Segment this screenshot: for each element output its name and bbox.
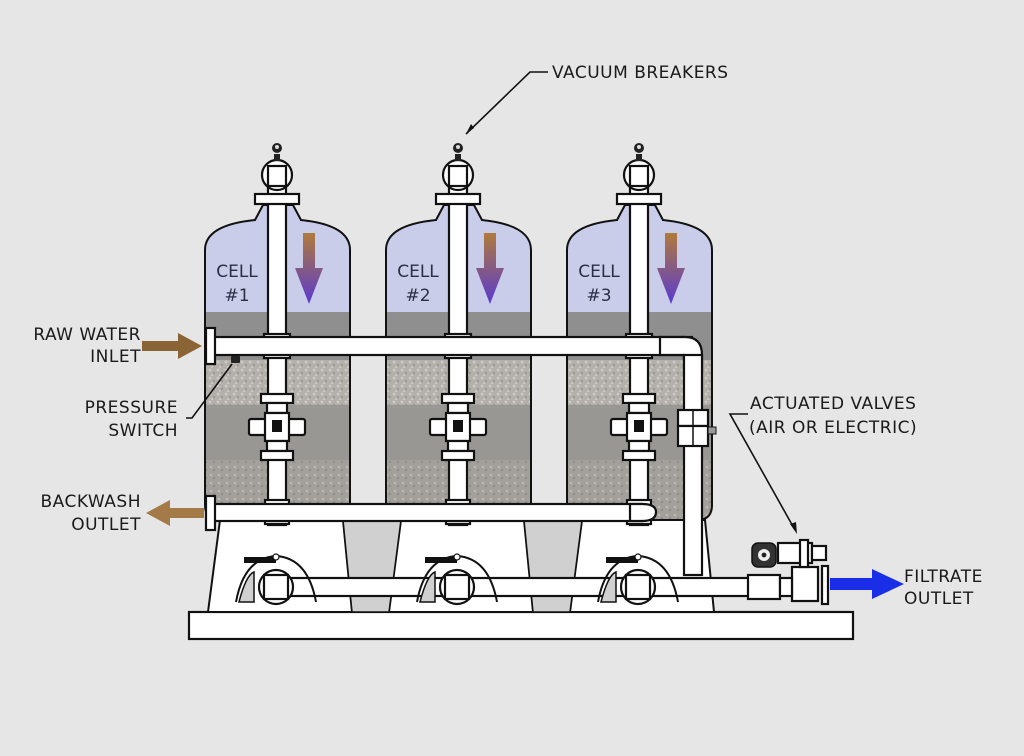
filter-cell-2: CELL #2 [385, 143, 532, 527]
pressure-switch-leader [186, 363, 233, 419]
filtrate-riser-pipe [682, 353, 704, 577]
cell-label: CELL [578, 262, 620, 282]
actuated-valves-label-line2: (AIR OR ELECTRIC) [749, 418, 917, 438]
bottom-valve-3 [597, 553, 679, 606]
cell-valve [247, 392, 307, 462]
cell-number: #3 [586, 286, 611, 306]
cell-valve [428, 392, 488, 462]
backwash-outlet-label-line1: BACKWASH [41, 492, 142, 512]
filtrate-outlet-label-line2: OUTLET [904, 589, 974, 609]
inlet-flange [204, 326, 217, 366]
backwash-outlet-arrow [146, 500, 204, 526]
pressure-switch [231, 356, 240, 363]
downflow-arrow [657, 233, 685, 304]
top-flange [615, 192, 663, 206]
backwash-header-elbow [628, 502, 658, 523]
cell-valve [609, 392, 669, 462]
vacuum-breakers-label: VACUUM BREAKERS [552, 63, 729, 83]
top-flange [253, 192, 301, 206]
downflow-arrow [295, 233, 323, 304]
vacuum-breaker [622, 143, 656, 192]
filtrate-outlet-arrow [830, 569, 904, 599]
pressure-switch-label-line2: SWITCH [108, 421, 178, 441]
vacuum-breaker-leader [465, 71, 548, 135]
downflow-arrow [476, 233, 504, 304]
inlet-header-pipe [210, 335, 694, 357]
filtrate-outlet-label-line1: FILTRATE [904, 567, 983, 587]
filtrate-collector-pipe [280, 576, 754, 598]
raw-water-inlet-label-line1: RAW WATER [33, 325, 141, 345]
raw-water-inlet-arrow [142, 333, 202, 359]
backwash-flange [204, 494, 217, 532]
actuated-valve-leader [728, 413, 796, 531]
base-platform [187, 610, 855, 641]
bottom-valve-2 [416, 553, 498, 606]
outlet-actuated-valve [746, 538, 830, 606]
backwash-header-pipe [210, 502, 644, 523]
cell-number: #1 [224, 286, 249, 306]
vacuum-breaker [260, 143, 294, 192]
riser-valve [676, 408, 717, 448]
top-flange [434, 192, 482, 206]
cell-label: CELL [397, 262, 439, 282]
bottom-valve-1 [235, 553, 317, 606]
cell-number: #2 [405, 286, 430, 306]
backwash-outlet-label-line2: OUTLET [71, 515, 141, 535]
filter-cell-1: CELL #1 [204, 143, 351, 527]
cell-label: CELL [216, 262, 258, 282]
raw-water-inlet-label-line2: INLET [90, 347, 141, 367]
vacuum-breaker [441, 143, 475, 192]
actuated-valves-label-line1: ACTUATED VALVES [750, 394, 916, 414]
pressure-switch-label-line1: PRESSURE [85, 398, 178, 418]
